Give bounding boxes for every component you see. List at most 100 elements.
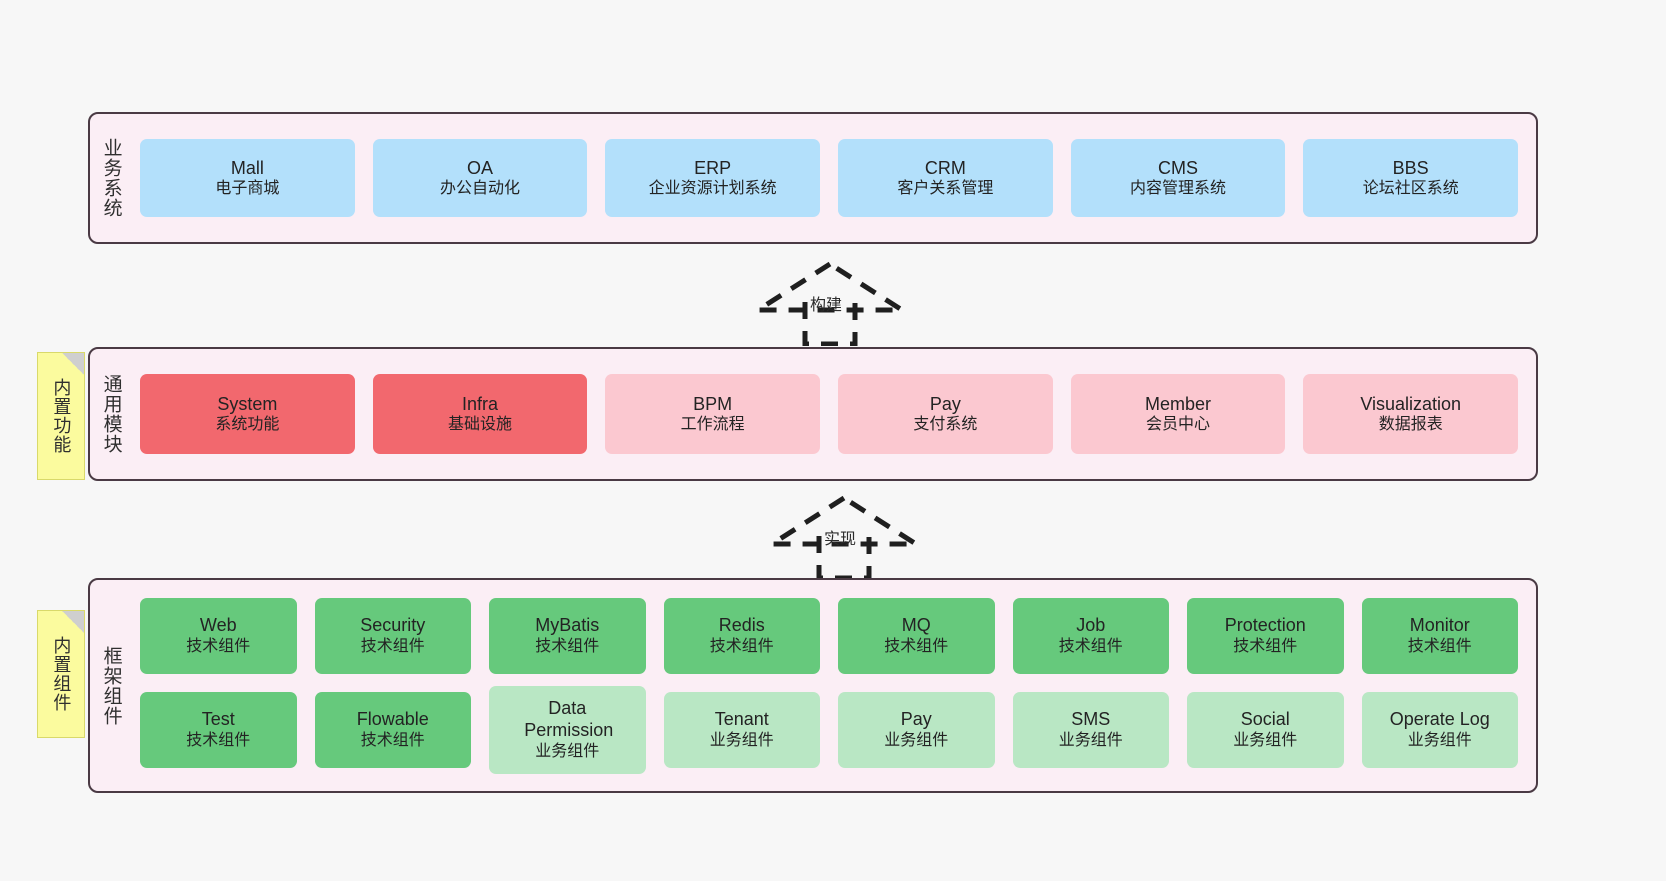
node-title-en: Infra [461, 393, 499, 414]
node-title-en: OA [467, 157, 494, 178]
node-title-en: Member [1145, 393, 1212, 414]
node-title-cn: 基础设施 [448, 416, 513, 434]
layer-framework-body: Web 技术组件 Security 技术组件 MyBatis 技术组件 Redi… [132, 580, 1536, 791]
layer-modules-body: System 系统功能 Infra 基础设施 BPM 工作流程 Pay 支付系统… [132, 349, 1536, 479]
node-title-cn: 技术组件 [884, 637, 949, 655]
node-flowable[interactable]: Flowable 技术组件 [314, 691, 471, 768]
layer-framework-title: 框架组件 [100, 645, 122, 726]
node-operate-log[interactable]: Operate Log 业务组件 [1361, 691, 1518, 768]
node-data-permission[interactable]: Data Permission 业务组件 [489, 685, 646, 774]
node-crm[interactable]: CRM 客户关系管理 [838, 139, 1053, 217]
node-title-en: Security [360, 615, 426, 636]
node-pay-component[interactable]: Pay 业务组件 [838, 691, 995, 768]
node-title-en: System [217, 393, 278, 414]
node-mybatis[interactable]: MyBatis 技术组件 [489, 597, 646, 674]
node-title-en: Redis [718, 615, 765, 636]
node-title-en: Pay [929, 393, 961, 414]
layer-framework-components: 框架组件 Web 技术组件 Security 技术组件 MyBatis 技术组件… [88, 578, 1538, 793]
note-builtin-components: 内置组件 [37, 610, 85, 738]
node-title-en: Flowable [356, 709, 429, 730]
relation-arrow-build [749, 258, 912, 347]
node-title-en: Test [201, 709, 235, 730]
node-title-cn: 电子商城 [215, 180, 280, 198]
node-title-cn: 技术组件 [535, 637, 600, 655]
node-title-cn: 办公自动化 [440, 180, 521, 198]
node-title-en: Tenant [714, 709, 769, 730]
node-title-cn: 支付系统 [913, 416, 978, 434]
relation-label-build: 构建 [810, 297, 843, 314]
node-oa[interactable]: OA 办公自动化 [372, 139, 588, 217]
node-sms[interactable]: SMS 业务组件 [1012, 691, 1169, 768]
node-title-en: MyBatis [535, 615, 600, 636]
framework-business-row: Test 技术组件 Flowable 技术组件 Data Permission … [140, 685, 1518, 774]
node-title-cn: 客户关系管理 [897, 180, 994, 198]
node-title-en: Operate Log [1389, 709, 1490, 730]
node-web[interactable]: Web 技术组件 [140, 597, 297, 674]
node-title-en: Job [1076, 615, 1106, 636]
node-title-en: BBS [1392, 157, 1429, 178]
dashed-generalization-arrow-icon [749, 261, 911, 347]
modules-node-row: System 系统功能 Infra 基础设施 BPM 工作流程 Pay 支付系统… [140, 374, 1519, 454]
note-builtin-features: 内置功能 [37, 352, 85, 480]
node-system[interactable]: System 系统功能 [140, 374, 355, 454]
node-title-cn: 技术组件 [709, 637, 774, 655]
node-cms[interactable]: CMS 内容管理系统 [1070, 139, 1286, 217]
node-title-en: Web [199, 615, 237, 636]
node-security[interactable]: Security 技术组件 [314, 597, 471, 674]
relation-label-implement: 实现 [824, 531, 857, 548]
node-title-en: Pay [900, 709, 932, 730]
layer-modules-title: 通用模块 [100, 374, 122, 454]
node-mall[interactable]: Mall 电子商城 [140, 139, 355, 217]
node-title-cn: 业务组件 [709, 731, 774, 749]
node-title-en: Protection [1224, 615, 1306, 636]
node-title-en: ERP [694, 157, 732, 178]
node-social[interactable]: Social 业务组件 [1187, 691, 1344, 768]
node-title-cn: 技术组件 [360, 637, 425, 655]
node-title-en: Data Permission [524, 697, 614, 741]
node-title-cn: 论坛社区系统 [1362, 180, 1459, 198]
node-protection[interactable]: Protection 技术组件 [1187, 597, 1344, 674]
node-title-cn: 企业资源计划系统 [648, 180, 777, 198]
node-title-cn: 技术组件 [1233, 637, 1298, 655]
node-title-cn: 内容管理系统 [1130, 180, 1227, 198]
node-visualization[interactable]: Visualization 数据报表 [1303, 374, 1519, 454]
node-title-cn: 技术组件 [360, 731, 425, 749]
node-erp[interactable]: ERP 企业资源计划系统 [605, 139, 821, 217]
framework-tech-row: Web 技术组件 Security 技术组件 MyBatis 技术组件 Redi… [140, 597, 1518, 674]
node-title-cn: 技术组件 [1058, 637, 1123, 655]
node-title-cn: 数据报表 [1378, 416, 1443, 434]
node-redis[interactable]: Redis 技术组件 [663, 597, 820, 674]
layer-common-modules: 通用模块 System 系统功能 Infra 基础设施 BPM 工作流程 Pay… [88, 347, 1538, 481]
node-title-en: Mall [230, 157, 264, 178]
node-title-en: Visualization [1360, 393, 1462, 414]
node-title-cn: 技术组件 [186, 637, 251, 655]
node-title-en: SMS [1071, 709, 1111, 730]
node-pay-module[interactable]: Pay 支付系统 [838, 374, 1053, 454]
node-bpm[interactable]: BPM 工作流程 [605, 374, 821, 454]
node-job[interactable]: Job 技术组件 [1012, 597, 1169, 674]
node-test[interactable]: Test 技术组件 [140, 691, 297, 768]
business-node-row: Mall 电子商城 OA 办公自动化 ERP 企业资源计划系统 CRM 客户关系… [140, 139, 1519, 217]
node-title-cn: 系统功能 [215, 416, 280, 434]
node-title-en: CRM [924, 157, 966, 178]
node-mq[interactable]: MQ 技术组件 [838, 597, 995, 674]
node-title-cn: 工作流程 [680, 416, 745, 434]
node-member[interactable]: Member 会员中心 [1070, 374, 1286, 454]
node-title-cn: 会员中心 [1146, 416, 1211, 434]
node-title-en: CMS [1158, 157, 1199, 178]
node-title-cn: 技术组件 [186, 731, 251, 749]
layer-business-body: Mall 电子商城 OA 办公自动化 ERP 企业资源计划系统 CRM 客户关系… [132, 114, 1536, 242]
node-title-cn: 业务组件 [1407, 731, 1472, 749]
node-monitor[interactable]: Monitor 技术组件 [1361, 597, 1518, 674]
node-title-en: Monitor [1409, 615, 1470, 636]
node-title-cn: 业务组件 [884, 731, 949, 749]
node-infra[interactable]: Infra 基础设施 [372, 374, 588, 454]
node-title-cn: 业务组件 [1058, 731, 1123, 749]
node-title-cn: 业务组件 [1233, 731, 1298, 749]
layer-business-systems: 业务系统 Mall 电子商城 OA 办公自动化 ERP 企业资源计划系统 CRM… [88, 112, 1538, 244]
node-title-cn: 业务组件 [535, 743, 600, 761]
node-bbs[interactable]: BBS 论坛社区系统 [1303, 139, 1519, 217]
node-title-en: Social [1240, 709, 1290, 730]
node-tenant[interactable]: Tenant 业务组件 [663, 691, 820, 768]
